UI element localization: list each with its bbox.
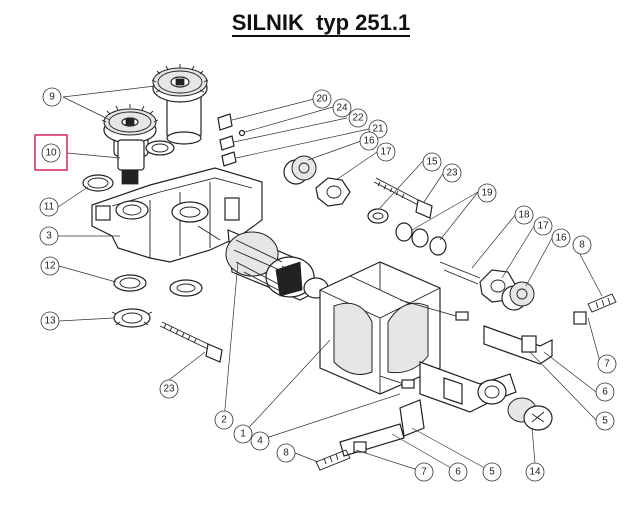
svg-text:24: 24 <box>336 103 348 114</box>
callout-10: 10 <box>41 143 61 163</box>
brush-holder-bottom <box>315 399 425 471</box>
callout-7-bottom: 7 <box>414 462 434 482</box>
callout-20: 20 <box>312 89 332 109</box>
armature-part <box>197 225 343 301</box>
callout-10-highlight <box>34 134 68 171</box>
callout-17-right: 17 <box>533 216 553 236</box>
svg-text:4: 4 <box>257 436 263 447</box>
callouts-group: 9 10 11 3 12 13 23 2 1 4 8 7 6 5 14 20 2… <box>34 87 617 482</box>
svg-text:5: 5 <box>489 467 495 478</box>
brush-small-parts <box>217 113 246 167</box>
svg-text:14: 14 <box>529 467 541 478</box>
washer-13-part <box>111 308 153 328</box>
callout-24: 24 <box>332 98 352 118</box>
svg-text:16: 16 <box>363 136 375 147</box>
callout-23-left: 23 <box>159 379 179 399</box>
callout-9: 9 <box>42 87 62 107</box>
svg-text:7: 7 <box>421 467 427 478</box>
diagram-title: SILNIK typ 251.1 <box>0 10 642 37</box>
svg-text:5: 5 <box>602 416 608 427</box>
callout-1: 1 <box>233 424 253 444</box>
svg-text:8: 8 <box>283 448 289 459</box>
callout-5-bottom: 5 <box>482 462 502 482</box>
callout-17-upper: 17 <box>376 142 396 162</box>
callout-23-right: 23 <box>442 163 462 183</box>
svg-text:7: 7 <box>604 359 610 370</box>
clip-part <box>169 279 203 297</box>
svg-text:15: 15 <box>426 157 438 168</box>
svg-text:16: 16 <box>555 233 567 244</box>
callout-18: 18 <box>514 205 534 225</box>
spider-upper-part <box>315 177 351 207</box>
callout-2: 2 <box>214 410 234 430</box>
callout-15: 15 <box>422 152 442 172</box>
gear-lower-part <box>101 104 159 157</box>
washers-19-part <box>395 222 447 256</box>
callout-8-right: 8 <box>572 235 592 255</box>
bracket-part <box>419 361 517 413</box>
leader-lines <box>57 85 603 473</box>
callout-6-right: 6 <box>595 382 615 402</box>
callout-11: 11 <box>39 197 59 217</box>
callout-13: 13 <box>40 311 60 331</box>
washer-12-part <box>113 274 147 292</box>
svg-text:22: 22 <box>352 113 364 124</box>
callout-16-upper: 16 <box>359 131 379 151</box>
svg-text:2: 2 <box>221 415 227 426</box>
svg-text:9: 9 <box>49 92 55 103</box>
callout-3: 3 <box>39 226 59 246</box>
shaft-part <box>117 139 175 185</box>
gear-upper-part <box>151 64 209 145</box>
brush-holder-right <box>483 293 617 365</box>
svg-text:11: 11 <box>44 202 55 213</box>
svg-text:8: 8 <box>579 240 585 251</box>
svg-text:10: 10 <box>45 148 57 159</box>
callout-22: 22 <box>348 108 368 128</box>
svg-text:19: 19 <box>481 188 493 199</box>
svg-text:23: 23 <box>446 168 458 179</box>
svg-text:18: 18 <box>518 210 530 221</box>
parts-group <box>82 64 617 471</box>
wires-part <box>439 261 481 285</box>
callout-7-right: 7 <box>597 354 617 374</box>
callout-5-right: 5 <box>595 411 615 431</box>
callout-19: 19 <box>477 183 497 203</box>
svg-text:13: 13 <box>44 316 56 327</box>
svg-text:21: 21 <box>372 124 384 135</box>
callout-4: 4 <box>250 431 270 451</box>
svg-text:6: 6 <box>602 387 608 398</box>
bushing-upper-part <box>283 155 317 185</box>
svg-text:17: 17 <box>380 147 392 158</box>
housing-part <box>91 167 263 263</box>
svg-text:20: 20 <box>316 94 328 105</box>
callout-14: 14 <box>525 462 545 482</box>
callout-12: 12 <box>40 256 60 276</box>
stator-part <box>319 261 469 395</box>
screw-left-part <box>159 321 223 363</box>
bushing-right-part <box>501 281 535 311</box>
callout-8-bottom: 8 <box>276 443 296 463</box>
screw-upper-part <box>367 177 433 224</box>
ring-part <box>82 174 114 192</box>
svg-text:12: 12 <box>44 261 56 272</box>
callout-16-right: 16 <box>551 228 571 248</box>
svg-text:23: 23 <box>163 384 175 395</box>
diagram-title-text: SILNIK typ 251.1 <box>231 10 411 37</box>
svg-text:6: 6 <box>455 467 461 478</box>
svg-text:17: 17 <box>537 221 549 232</box>
svg-text:1: 1 <box>240 429 246 440</box>
svg-text:3: 3 <box>46 231 52 242</box>
callout-6-bottom: 6 <box>448 462 468 482</box>
capacitor-part <box>507 397 553 431</box>
